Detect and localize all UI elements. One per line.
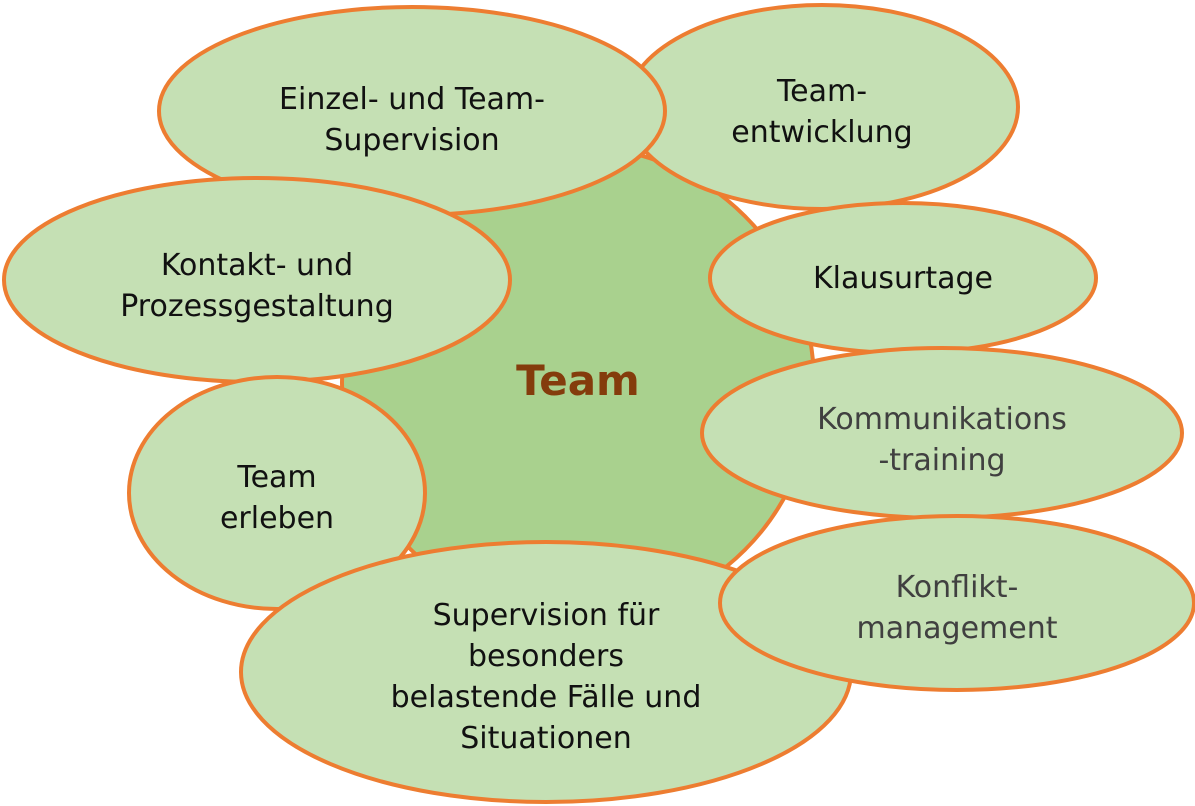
bubble-team-entwicklung: Team-entwicklung (624, 3, 1020, 211)
bubble-label-supervision-belastende-faelle: Supervision für besonders belastende Fälle… (391, 598, 702, 756)
bubble-team-erleben: Team erleben (127, 375, 427, 611)
bubble-label-line: Kommunikations (817, 402, 1067, 437)
bubble-label-klausurtage: Klausurtage (813, 261, 993, 296)
bubble-label-line: management (857, 611, 1058, 646)
bubble-label-line: -training (878, 443, 1005, 478)
bubble-label-line: Team- (776, 74, 867, 109)
bubble-kommunikationstraining: Kommunikations -training (700, 346, 1184, 520)
bubble-label-line: Team (236, 460, 316, 495)
bubble-label-team-entwicklung: Team-entwicklung (731, 74, 912, 150)
bubble-supervision-belastende-faelle: Supervision für besonders belastende Fälle… (239, 540, 853, 804)
bubble-label-line: Prozessgestaltung (120, 289, 394, 324)
bubble-konfliktmanagement: Konflikt-management (718, 514, 1195, 692)
bubble-label-line: Kontakt- und (161, 248, 353, 283)
bubble-einzel-team-supervision: Einzel- und Team- Supervision (157, 5, 667, 217)
bubble-klausurtage: Klausurtage (708, 201, 1098, 355)
bubble-label-konfliktmanagement: Konflikt-management (857, 570, 1058, 646)
bubble-label-einzel-team-supervision: Einzel- und Team- Supervision (279, 82, 545, 158)
bubble-label-line: entwicklung (731, 115, 912, 150)
bubble-label-line: besonders (468, 639, 624, 674)
topic-bubbles: Team-entwicklung Einzel- und Team- Supervi… (2, 3, 1195, 804)
bubble-shape-konfliktmanagement (718, 514, 1195, 692)
bubble-label-line: Konflikt- (896, 570, 1019, 605)
bubble-label-line: erleben (220, 501, 334, 536)
bubble-label-line: belastende Fälle und (391, 680, 702, 715)
center-label: Team (516, 356, 640, 405)
bubble-label-line: Supervision (324, 123, 499, 158)
bubble-label-line: Situationen (460, 721, 631, 756)
bubble-label-team-erleben: Team erleben (220, 460, 334, 536)
bubble-label-kommunikationstraining: Kommunikations -training (817, 402, 1067, 478)
bubble-label-line: Supervision für (433, 598, 660, 633)
bubble-label-line: Einzel- und Team- (279, 82, 545, 117)
bubble-label-line: Klausurtage (813, 261, 993, 296)
